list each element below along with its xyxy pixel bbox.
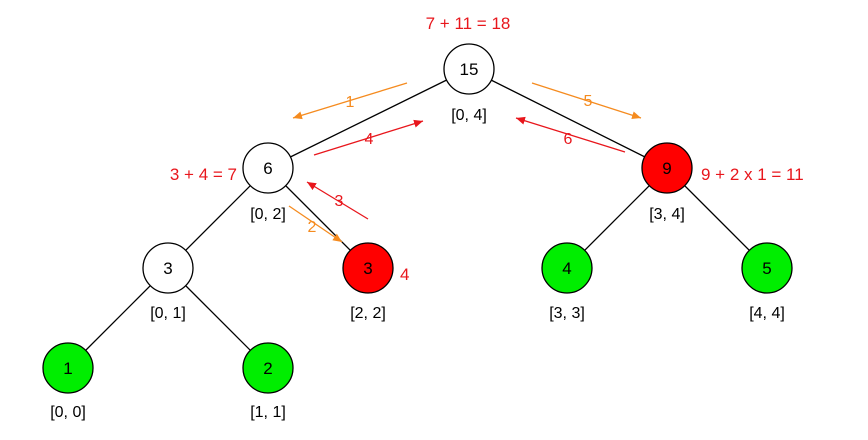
node-value: 9 bbox=[662, 159, 671, 178]
node-range-label: [4, 4] bbox=[749, 305, 785, 322]
node-range-label: [0, 2] bbox=[250, 206, 286, 223]
node-value: 1 bbox=[63, 359, 72, 378]
node-range-label: [2, 2] bbox=[350, 305, 386, 322]
node-value: 2 bbox=[263, 359, 272, 378]
left-formula: 3 + 4 = 7 bbox=[170, 165, 237, 184]
right-formula: 9 + 2 x 1 = 11 bbox=[701, 165, 804, 184]
node-circle bbox=[242, 142, 294, 194]
tree-node-n00: 1 [0, 0] bbox=[42, 342, 94, 421]
tree-node-n11: 2 [1, 1] bbox=[242, 342, 294, 421]
step-5-arrow bbox=[531, 82, 642, 120]
node-value: 4 bbox=[562, 259, 571, 278]
node-range-label: [0, 1] bbox=[150, 305, 186, 322]
tree-node-n44: 5 [4, 4] bbox=[741, 242, 793, 322]
step-6-arrow bbox=[515, 116, 626, 153]
tree-node-n01: 3 [0, 1] bbox=[142, 242, 194, 322]
node-circle bbox=[541, 242, 593, 294]
step-4-label: 4 bbox=[365, 131, 374, 148]
leaf-new-value: 4 bbox=[400, 265, 409, 284]
node-circle bbox=[42, 342, 94, 394]
step-2-arrow bbox=[288, 205, 343, 243]
tree-nodes: 15[0, 4]6[0, 2]9[3, 4]3[0, 1]3[2, 2]4[3,… bbox=[42, 43, 793, 421]
tree-node-n33: 4 [3, 3] bbox=[541, 242, 593, 322]
traversal-arrows: 1 2 3 4 5 6 bbox=[288, 82, 642, 243]
step-1-arrow bbox=[292, 82, 408, 120]
step-2-label: 2 bbox=[308, 219, 317, 236]
step-4-arrow bbox=[313, 119, 424, 156]
node-circle bbox=[641, 142, 693, 194]
node-circle bbox=[242, 342, 294, 394]
tree-node-n22: 3 [2, 2] bbox=[342, 242, 394, 322]
tree-edge bbox=[267, 68, 470, 169]
root-formula: 7 + 11 = 18 bbox=[426, 14, 511, 33]
step-5-label: 5 bbox=[584, 93, 593, 110]
step-1-label: 1 bbox=[346, 94, 355, 111]
tree-edge bbox=[468, 68, 668, 169]
node-circle bbox=[142, 242, 194, 294]
node-circle bbox=[741, 242, 793, 294]
step-6-label: 6 bbox=[564, 131, 573, 148]
node-value: 15 bbox=[460, 60, 479, 79]
node-range-label: [0, 4] bbox=[451, 107, 487, 124]
annotations: 7 + 11 = 18 3 + 4 = 7 9 + 2 x 1 = 11 4 bbox=[170, 14, 804, 284]
tree-node-n34: 9 [3, 4] bbox=[641, 142, 693, 223]
node-range-label: [3, 3] bbox=[549, 305, 585, 322]
node-value: 6 bbox=[263, 159, 272, 178]
node-range-label: [0, 0] bbox=[50, 404, 86, 421]
node-range-label: [3, 4] bbox=[649, 206, 685, 223]
node-range-label: [1, 1] bbox=[250, 404, 286, 421]
node-value: 5 bbox=[762, 259, 771, 278]
tree-node-n02: 6 [0, 2] bbox=[242, 142, 294, 223]
node-value: 3 bbox=[163, 259, 172, 278]
tree-node-n04: 15 [0, 4] bbox=[443, 43, 495, 124]
node-circle bbox=[443, 43, 495, 95]
step-3-arrow bbox=[306, 181, 369, 220]
node-circle bbox=[342, 242, 394, 294]
node-value: 3 bbox=[363, 259, 372, 278]
step-3-label: 3 bbox=[335, 193, 344, 210]
